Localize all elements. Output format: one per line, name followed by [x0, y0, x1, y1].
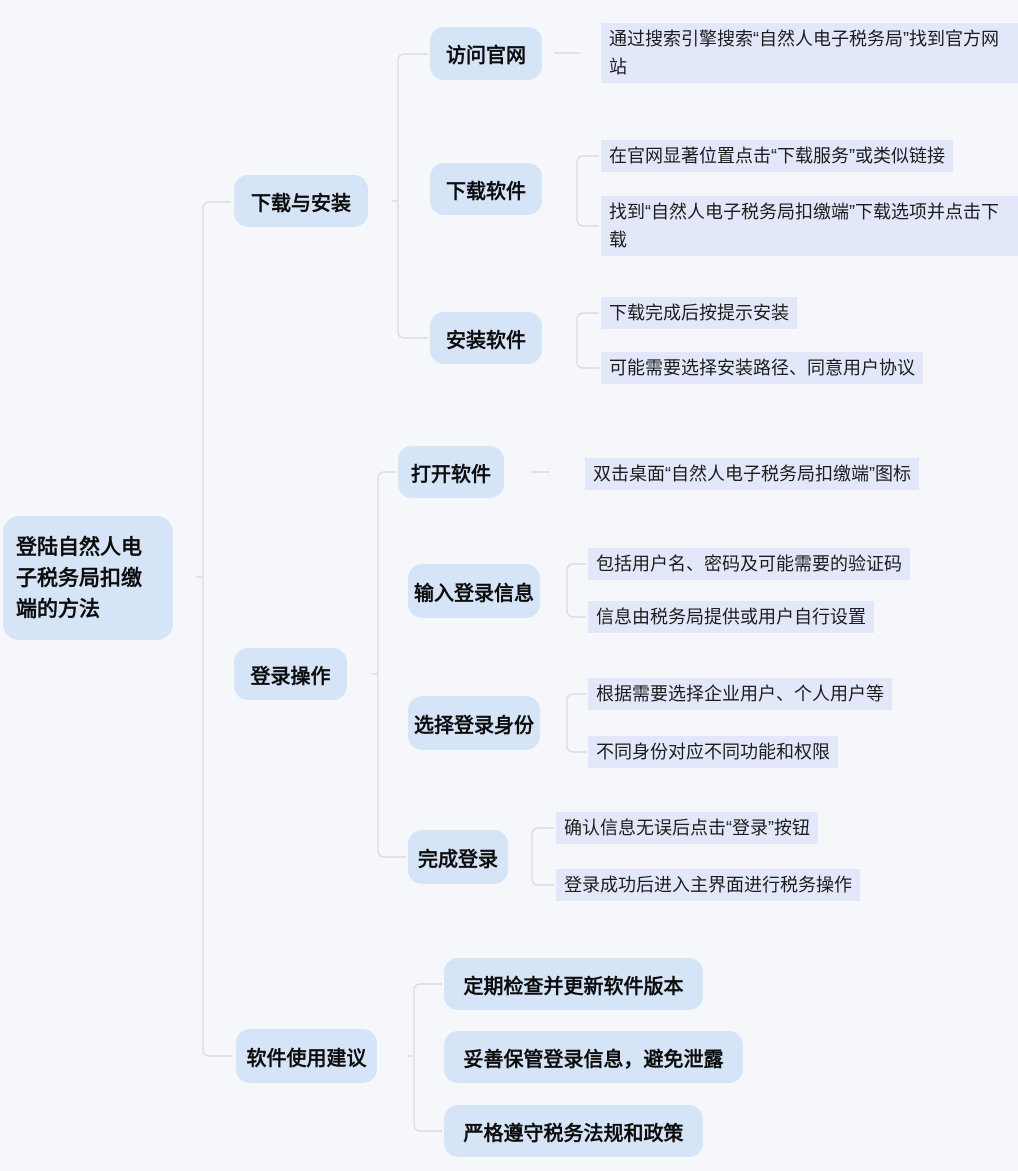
leaf-find-download-option[interactable]: 找到“自然人电子税务局扣缴端”下载选项并点击下载 [601, 196, 1018, 256]
root-node[interactable]: 登陆自然人电子税务局扣缴端的方法 [3, 516, 173, 640]
leaf-choose-user-type[interactable]: 根据需要选择企业用户、个人用户等 [588, 678, 892, 710]
leaf-confirm-click-login[interactable]: 确认信息无误后点击“登录”按钮 [556, 812, 818, 844]
node-open-software[interactable]: 打开软件 [398, 446, 504, 498]
node-enter-credentials[interactable]: 输入登录信息 [408, 564, 540, 618]
node-obey-regulations[interactable]: 严格遵守税务法规和政策 [444, 1105, 703, 1157]
leaf-choose-path-agree[interactable]: 可能需要选择安装路径、同意用户协议 [601, 352, 923, 384]
node-choose-identity[interactable]: 选择登录身份 [408, 696, 540, 750]
connector-install-leaves [576, 312, 599, 369]
leaf-click-download-service[interactable]: 在官网显著位置点击“下载服务”或类似链接 [601, 140, 953, 172]
connector-branch1 [397, 53, 428, 339]
leaf-search-engine[interactable]: 通过搜索引擎搜索“自然人电子税务局”找到官方网站 [601, 23, 1018, 83]
node-download-software[interactable]: 下载软件 [430, 163, 542, 215]
connector-finish-leaves [531, 827, 554, 886]
branch-login-operations[interactable]: 登录操作 [234, 648, 347, 700]
node-finish-login[interactable]: 完成登录 [408, 830, 508, 884]
connector-main-trunk [202, 201, 233, 1057]
connector-branch2 [377, 471, 406, 858]
connector-download-leaves [576, 155, 599, 227]
leaf-info-provided[interactable]: 信息由税务局提供或用户自行设置 [588, 601, 874, 633]
leaf-identity-permissions[interactable]: 不同身份对应不同功能和权限 [588, 736, 838, 768]
node-protect-credentials[interactable]: 妥善保管登录信息，避免泄露 [444, 1031, 743, 1083]
branch-usage-advice[interactable]: 软件使用建议 [236, 1029, 377, 1083]
node-update-regularly[interactable]: 定期检查并更新软件版本 [444, 958, 703, 1010]
leaf-install-after-download[interactable]: 下载完成后按提示安装 [601, 297, 797, 329]
connector-branch3 [413, 983, 442, 1132]
branch-download-install[interactable]: 下载与安装 [234, 175, 368, 227]
connector-identity-leaves [566, 693, 586, 753]
leaf-double-click-icon[interactable]: 双击桌面“自然人电子税务局扣缴端”图标 [585, 458, 919, 490]
node-install-software[interactable]: 安装软件 [430, 312, 542, 364]
node-visit-official-site[interactable]: 访问官网 [430, 27, 542, 80]
leaf-username-password[interactable]: 包括用户名、密码及可能需要的验证码 [588, 548, 910, 580]
connector-credentials-leaves [566, 563, 586, 618]
leaf-enter-main-interface[interactable]: 登录成功后进入主界面进行税务操作 [556, 869, 860, 901]
